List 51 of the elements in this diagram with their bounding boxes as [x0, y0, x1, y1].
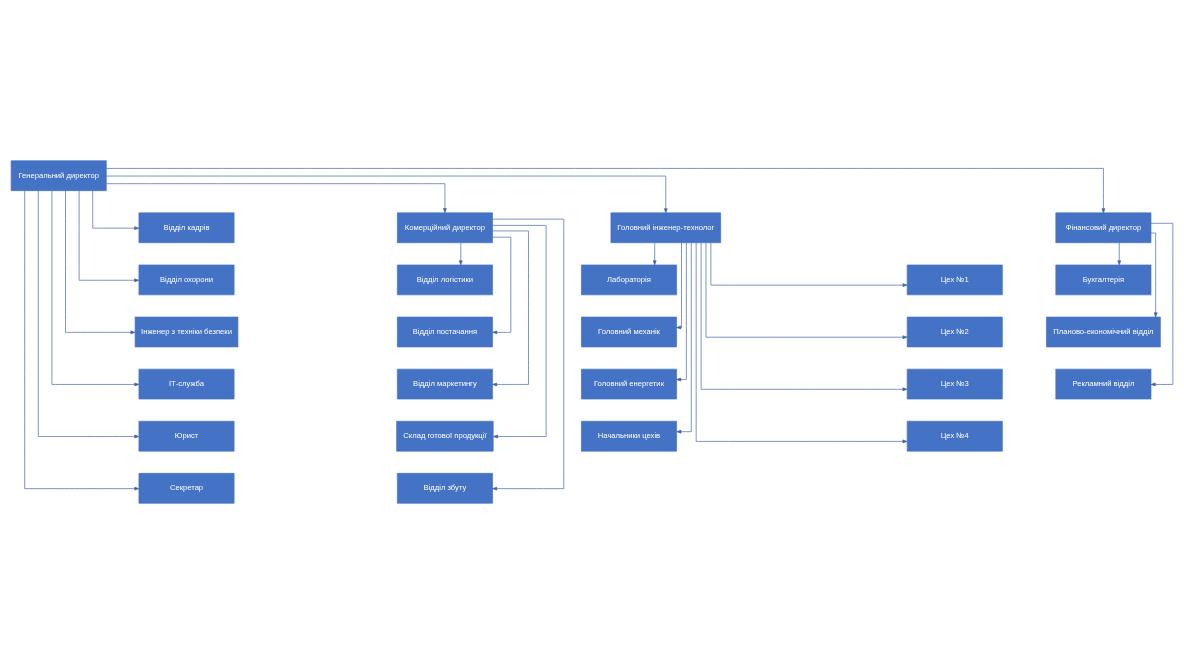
arrow — [37, 190, 140, 439]
arrow — [51, 190, 140, 387]
arrow — [710, 242, 908, 287]
arrow — [65, 190, 136, 335]
arrow — [676, 242, 682, 330]
node-box: Начальники цехів — [581, 420, 677, 452]
node-box: Відділ маркетингу — [397, 368, 493, 400]
arrow — [78, 190, 140, 283]
node-box: Лабораторія — [581, 264, 677, 296]
node-box: Планово-економічний відділ — [1046, 316, 1161, 348]
node-box: Цех №2 — [906, 316, 1003, 348]
arrow — [1117, 242, 1122, 266]
arrow — [676, 242, 692, 434]
node-box: Інженер з техніки безпеки — [134, 316, 239, 348]
arrow — [105, 168, 1106, 214]
node-box: Комерційний директор — [397, 212, 493, 244]
arrow — [458, 242, 463, 266]
arrow — [492, 230, 529, 387]
node-box: Головний енергетик — [581, 368, 677, 400]
arrow — [24, 190, 140, 491]
arrow — [92, 190, 140, 230]
node-box: Фінансовий директор — [1055, 212, 1152, 244]
node-box: Склад готової продукції — [396, 420, 494, 452]
arrow — [700, 242, 908, 392]
node-box: Цех №1 — [906, 264, 1003, 296]
arrow — [106, 183, 447, 213]
node-box: Головний інженер-технолог — [610, 212, 722, 244]
node-box: Юрист — [138, 420, 235, 452]
arrow — [676, 242, 687, 382]
arrow — [492, 236, 512, 335]
arrow — [492, 225, 547, 439]
node-box: Відділ кадрів — [138, 212, 235, 244]
arrow — [106, 175, 668, 214]
arrow — [705, 242, 908, 339]
node-box: Відділ охорони — [138, 264, 235, 296]
arrow — [1150, 222, 1174, 387]
node-box: Цех №3 — [906, 368, 1003, 400]
arrow — [652, 242, 657, 266]
node-box: Відділ збуту — [397, 473, 493, 504]
arrow — [1150, 232, 1158, 318]
node-box: Відділ постачання — [397, 316, 493, 348]
arrow — [492, 218, 565, 491]
arrow — [695, 242, 908, 444]
node-box: Секретар — [138, 473, 235, 504]
node-box: Рекламний відділ — [1055, 368, 1152, 400]
node-box: Бухгалтерія — [1055, 264, 1152, 296]
node-box: Відділ логістики — [397, 264, 493, 296]
node-box: Цех №4 — [906, 420, 1003, 452]
node-box: ІТ-служба — [138, 368, 235, 400]
node-box: Головний механік — [581, 316, 677, 348]
node-box: Генеральний директор — [10, 160, 107, 191]
